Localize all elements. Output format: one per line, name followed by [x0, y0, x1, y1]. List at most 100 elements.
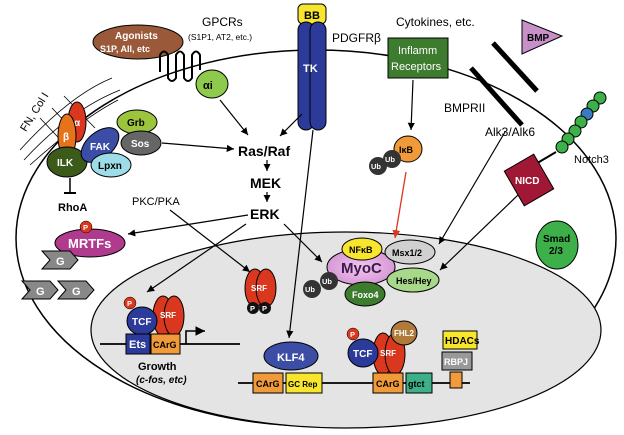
svg-text:Ub: Ub	[322, 277, 332, 286]
svg-text:BB: BB	[304, 10, 320, 22]
svg-text:ILK: ILK	[57, 158, 74, 169]
pdgfr-label: PDGFRβ	[332, 31, 381, 45]
mek-label: MEK	[250, 175, 281, 191]
svg-text:TCF: TCF	[353, 349, 372, 360]
right-tcf-phospho: P	[346, 327, 360, 341]
cytokines-label: Cytokines, etc.	[396, 15, 475, 29]
gpcrs-label: GPCRs	[202, 15, 243, 29]
arrow-ikb-nfkb-red	[392, 171, 407, 239]
foxo4: Foxo4	[344, 281, 386, 307]
left-tcf-phospho: P	[123, 296, 137, 310]
svg-text:S1P, AII, etc: S1P, AII, etc	[100, 44, 150, 54]
svg-text:Ets: Ets	[129, 339, 146, 351]
arrow-pkc-srf	[169, 209, 251, 273]
svg-text:P: P	[262, 304, 267, 313]
growth-sub-label: (c-fos, etc)	[136, 375, 187, 386]
svg-text:Sos: Sos	[131, 139, 150, 150]
arrow-erk-mrtfs	[127, 214, 249, 237]
svg-text:HDACs: HDACs	[445, 336, 480, 347]
svg-text:gtct: gtct	[408, 379, 425, 389]
svg-text:NFκB: NFκB	[349, 245, 373, 255]
bb-ligand: BB	[297, 3, 327, 25]
gpcrs-sub-label: (S1P1, AT2, etc.)	[188, 32, 252, 42]
svg-text:KLF4: KLF4	[277, 352, 305, 364]
msx12: Msx1/2	[384, 239, 436, 265]
svg-text:TK: TK	[303, 63, 318, 75]
erk-label: ERK	[250, 206, 280, 222]
svg-text:G: G	[72, 286, 81, 298]
ilk: ILK	[46, 146, 88, 178]
svg-text:Smad: Smad	[543, 234, 570, 245]
left-carg: CArG	[150, 333, 181, 355]
fn-col-label: FN, Col I	[18, 91, 51, 134]
srf-dimer: SRF	[244, 268, 277, 308]
svg-text:Agonists: Agonists	[115, 31, 158, 42]
svg-text:TCF: TCF	[132, 317, 151, 328]
arrow-sos-ras	[161, 142, 235, 152]
svg-text:Lpxn: Lpxn	[98, 161, 122, 172]
mrtfs: MRTFs	[54, 228, 126, 258]
svg-text:FAK: FAK	[90, 142, 111, 153]
svg-text:Msx1/2: Msx1/2	[392, 248, 422, 258]
smad23: Smad 2/3	[535, 220, 579, 270]
svg-text:Inflamm: Inflamm	[398, 45, 437, 57]
right-tcf: TCF	[347, 338, 379, 368]
svg-text:αi: αi	[203, 80, 213, 92]
svg-text:SRF: SRF	[251, 284, 267, 293]
svg-text:MRTFs: MRTFs	[68, 236, 111, 251]
growth-label: Growth	[138, 361, 177, 373]
alk-label: Alk3/Alk6	[485, 125, 535, 139]
svg-text:Receptors: Receptors	[391, 61, 442, 73]
myoc-ub-2: Ub	[303, 280, 321, 298]
svg-text:Ub: Ub	[305, 285, 315, 294]
svg-text:Grb: Grb	[127, 118, 145, 129]
svg-text:SRF: SRF	[160, 311, 176, 320]
ras-raf-label: Ras/Raf	[238, 143, 290, 159]
inflamm-receptors: Inflamm Receptors	[387, 37, 449, 79]
nucleus	[90, 231, 602, 429]
svg-text:G: G	[36, 286, 45, 298]
svg-text:Ub: Ub	[371, 162, 381, 171]
arrow-tk-klf4	[286, 129, 314, 339]
srf-phospho-2: P	[259, 302, 271, 314]
pkc-pka-label: PKC/PKA	[132, 196, 180, 208]
myoc-ub-1: Ub	[320, 272, 338, 290]
hdacs: HDACs	[442, 330, 480, 350]
svg-text:CArG: CArG	[376, 379, 400, 389]
lpxn: Lpxn	[90, 152, 132, 178]
klf4: KLF4	[263, 341, 319, 371]
mrtfs-phospho: P	[79, 220, 93, 234]
right-srf: SRF	[372, 332, 406, 376]
g-actin-3: G	[56, 280, 95, 300]
svg-text:α: α	[74, 118, 81, 129]
tss-arrow	[185, 326, 205, 344]
g-actin-1: G	[40, 250, 79, 270]
arrow-inflamm-ikb	[407, 79, 415, 131]
svg-text:Ub: Ub	[385, 155, 395, 164]
arrow-bmp-msx	[438, 131, 506, 245]
svg-text:IκB: IκB	[399, 145, 414, 155]
bmp-ligand: BMP	[521, 19, 564, 55]
nfkb: NFκB	[341, 237, 383, 261]
svg-text:SRF: SRF	[380, 349, 396, 358]
svg-text:G: G	[56, 256, 65, 268]
ikb: IκB	[393, 135, 423, 163]
left-tcf: TCF	[126, 306, 158, 336]
rbpj-site	[449, 371, 463, 389]
fhl2: FHL2	[390, 320, 418, 346]
svg-text:GC Rep: GC Rep	[288, 380, 317, 389]
svg-text:BMP: BMP	[527, 33, 550, 44]
svg-text:Foxo4: Foxo4	[352, 290, 379, 300]
svg-text:P: P	[127, 299, 132, 308]
arrow-pdgfr-ras	[279, 113, 303, 137]
svg-text:FHL2: FHL2	[394, 329, 415, 338]
bmprii-receptor	[469, 41, 539, 127]
arrow-erk-tcf	[146, 223, 247, 293]
svg-text:P: P	[350, 330, 355, 339]
pdgfr-tk: TK	[297, 21, 327, 131]
gtct: gtct	[405, 372, 433, 394]
agonists: Agonists S1P, AII, etc	[92, 24, 184, 60]
svg-text:β: β	[63, 132, 69, 143]
carg-bottom-1: CArG	[252, 372, 284, 394]
